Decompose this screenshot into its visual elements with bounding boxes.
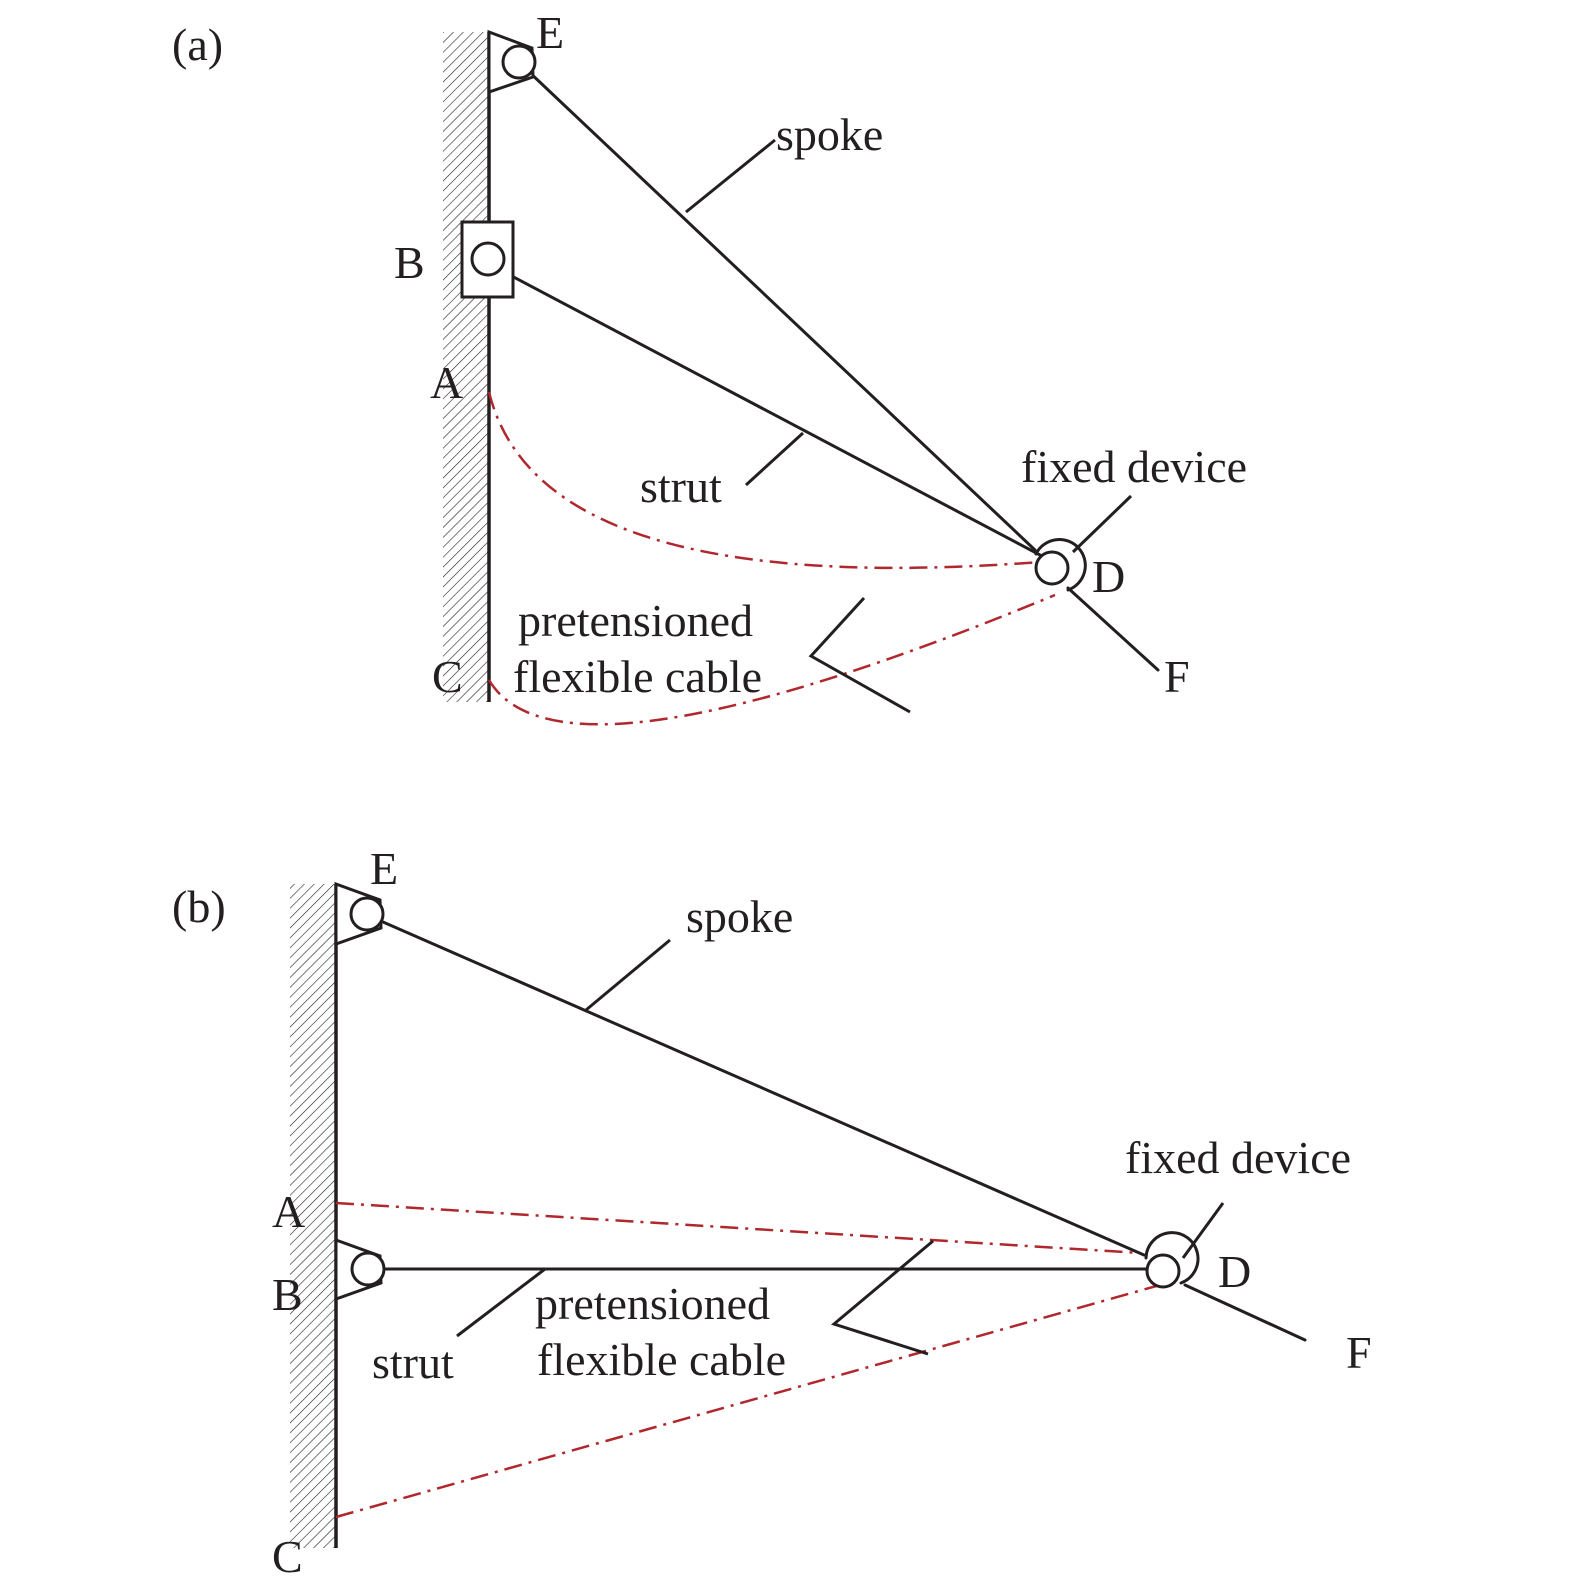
panel-a-label-b: B bbox=[394, 237, 425, 288]
panel-b-label: (b) bbox=[172, 881, 226, 932]
panel-b-fixed-device-leader bbox=[1181, 1202, 1225, 1259]
panel-a-spoke-leader bbox=[685, 138, 776, 214]
panel-a-spoke bbox=[525, 68, 1037, 552]
panel-b-label-b: B bbox=[272, 1269, 303, 1320]
panel-b-fixed-device-d bbox=[1144, 1231, 1200, 1285]
panel-a-label-cable-line2: flexible cable bbox=[513, 651, 762, 702]
panel-a-label-c: C bbox=[432, 651, 463, 702]
panel-b-joint-d bbox=[1145, 1253, 1181, 1289]
panel-b-wall-hatching bbox=[290, 884, 335, 1548]
panel-b: (b) E spoke fixed device A D B pretensi bbox=[172, 843, 1372, 1576]
panel-a-strut-leader bbox=[744, 431, 805, 487]
panel-b-label-fixed-device: fixed device bbox=[1125, 1132, 1351, 1183]
panel-b-joint-b bbox=[350, 1251, 386, 1287]
panel-a-cable-upper bbox=[487, 391, 1041, 570]
panel-b-label-d: D bbox=[1218, 1246, 1251, 1297]
panel-a-label-strut: strut bbox=[640, 461, 722, 512]
panel-a-fixed-device-leader bbox=[1071, 494, 1133, 554]
panel-b-label-f: F bbox=[1346, 1327, 1372, 1378]
panel-a-cable-lower bbox=[487, 593, 1056, 726]
panel-b-label-cable-line2: flexible cable bbox=[537, 1334, 786, 1385]
panel-b-label-cable-line1: pretensioned bbox=[535, 1278, 770, 1329]
panel-a-rod-df bbox=[1066, 586, 1160, 672]
panel-a-cable-leader bbox=[808, 596, 911, 714]
panel-a: (a) E spoke B A strut fixed device D bbox=[172, 7, 1247, 726]
panel-a-label-fixed-device: fixed device bbox=[1021, 441, 1247, 492]
panel-b-label-strut: strut bbox=[372, 1337, 454, 1388]
panel-a-joint-e bbox=[501, 44, 537, 80]
panel-a-label-a: A bbox=[430, 357, 463, 408]
panel-b-cable-leader bbox=[830, 1239, 934, 1356]
panel-a-label-spoke: spoke bbox=[776, 109, 883, 160]
panel-b-strut-leader bbox=[456, 1267, 546, 1338]
panel-b-cable-upper bbox=[335, 1201, 1141, 1255]
panel-b-spoke bbox=[381, 920, 1146, 1257]
panel-b-joint-e bbox=[349, 896, 385, 932]
panel-a-strut bbox=[502, 270, 1042, 557]
panel-b-label-c: C bbox=[272, 1531, 303, 1576]
panel-b-label-e: E bbox=[370, 843, 398, 894]
panel-a-label: (a) bbox=[172, 19, 223, 70]
panel-a-joint-d bbox=[1034, 550, 1070, 586]
panel-a-label-f: F bbox=[1164, 651, 1190, 702]
panel-a-label-e: E bbox=[536, 7, 564, 58]
panel-b-label-a: A bbox=[272, 1186, 305, 1237]
panel-b-spoke-leader bbox=[585, 938, 671, 1012]
panel-a-label-d: D bbox=[1092, 551, 1125, 602]
panel-b-rod-df bbox=[1183, 1283, 1307, 1342]
panel-b-label-spoke: spoke bbox=[686, 891, 793, 942]
panel-a-joint-b bbox=[470, 241, 506, 277]
panel-a-label-cable-line1: pretensioned bbox=[518, 595, 753, 646]
panel-a-wall-hatching bbox=[443, 32, 488, 702]
panel-b-cable-lower bbox=[335, 1283, 1161, 1519]
